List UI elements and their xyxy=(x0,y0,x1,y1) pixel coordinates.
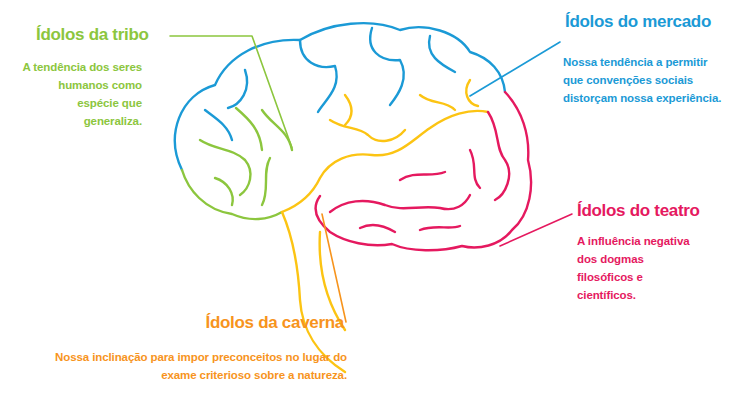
idol-description: Nossa inclinação para impor preconceitos… xyxy=(47,348,347,384)
idol-description: A tendência dos seres humanos como espéc… xyxy=(17,58,142,130)
idol-heading: Ídolos da caverna xyxy=(205,313,344,333)
idol-heading: Ídolos da tribo xyxy=(36,25,149,45)
idol-heading: Ídolos do mercado xyxy=(565,12,711,32)
idol-heading: Ídolos do teatro xyxy=(577,201,700,221)
idol-description: A influência negativa dos dogmas filosóf… xyxy=(577,232,702,304)
idol-description: Nossa tendência a permitir que convençõe… xyxy=(563,53,723,107)
